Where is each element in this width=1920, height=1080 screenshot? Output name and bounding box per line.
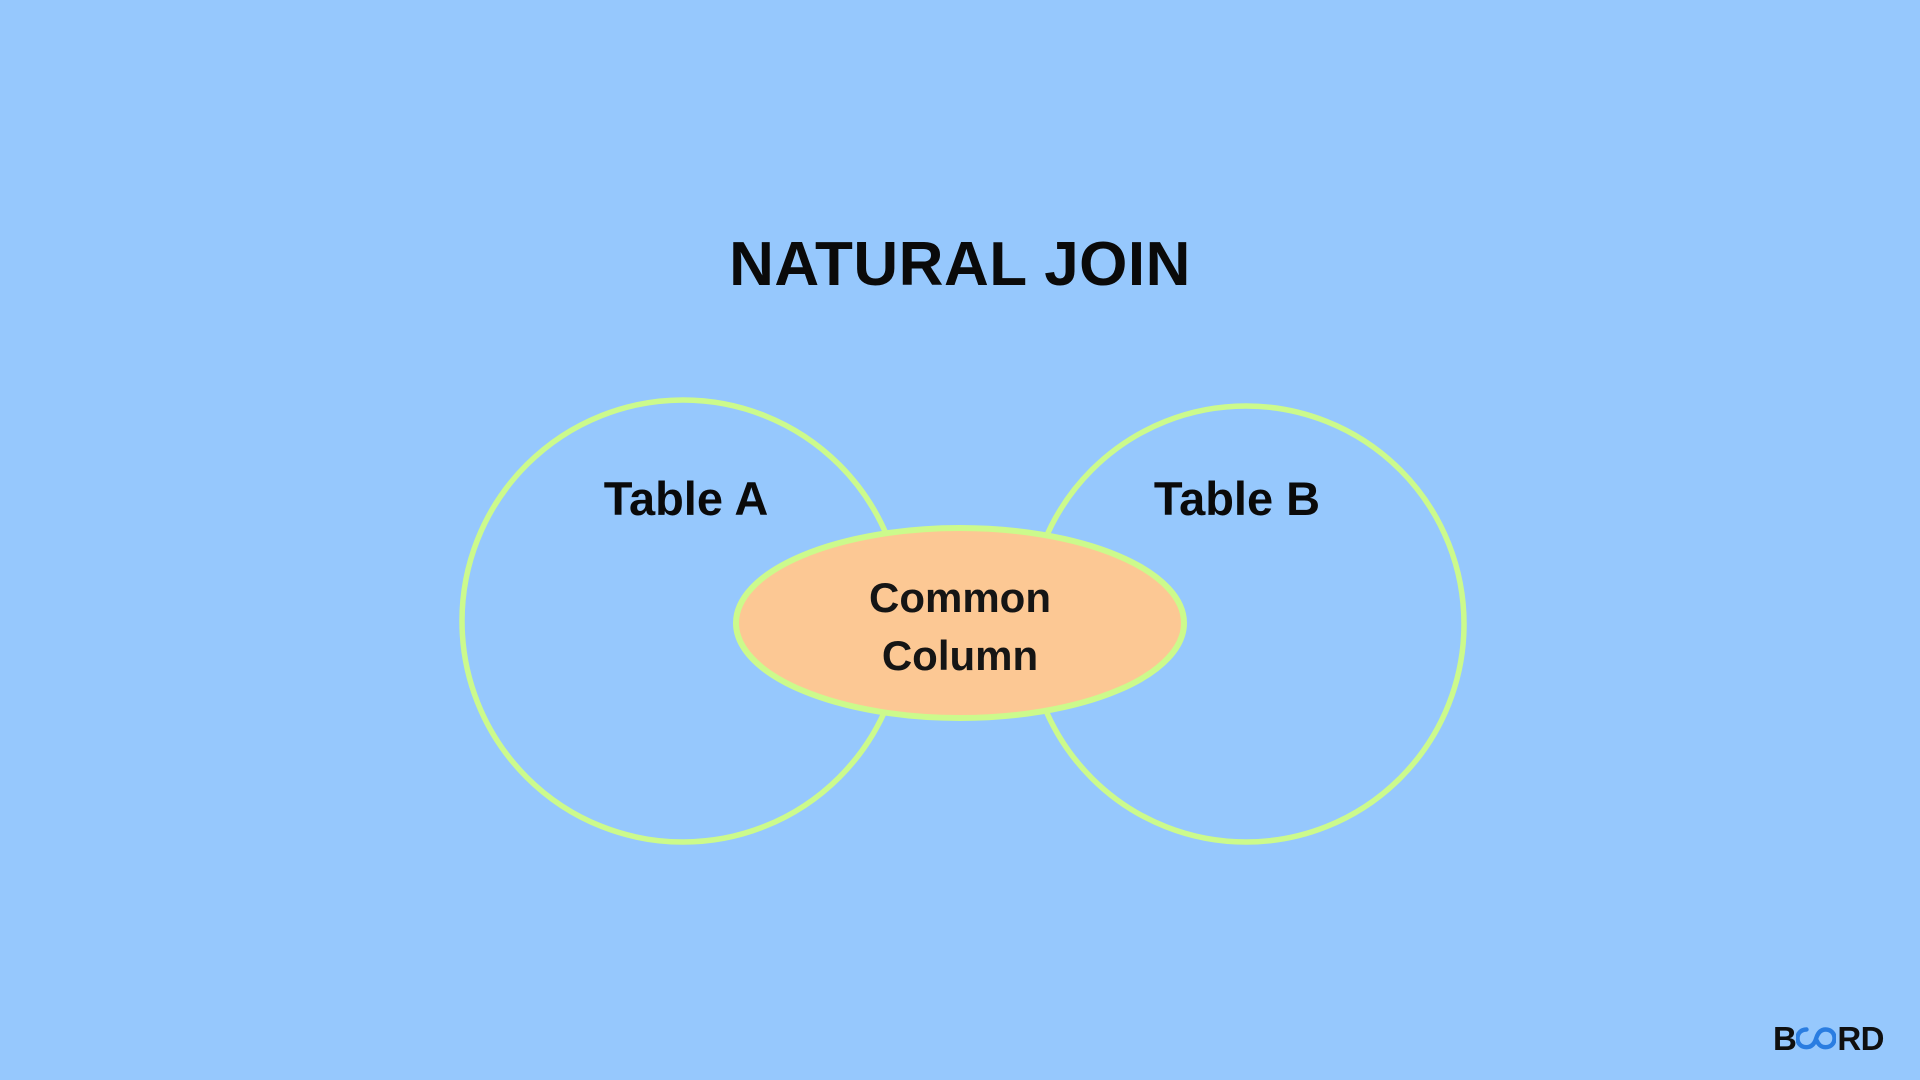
logo-text-after: RD [1837,1019,1884,1057]
brand-logo: B RD [1772,1018,1885,1058]
logo-text-before: B [1772,1019,1797,1057]
venn-label-table-a: Table A [604,472,769,525]
infinity-icon [1795,1022,1838,1055]
page-title: NATURAL JOIN [729,230,1191,299]
venn-label-common-line1: Common [869,574,1051,621]
venn-label-common-line2: Column [882,632,1038,679]
venn-label-table-b: Table B [1154,472,1320,525]
venn-intersection-ellipse [733,525,1187,721]
